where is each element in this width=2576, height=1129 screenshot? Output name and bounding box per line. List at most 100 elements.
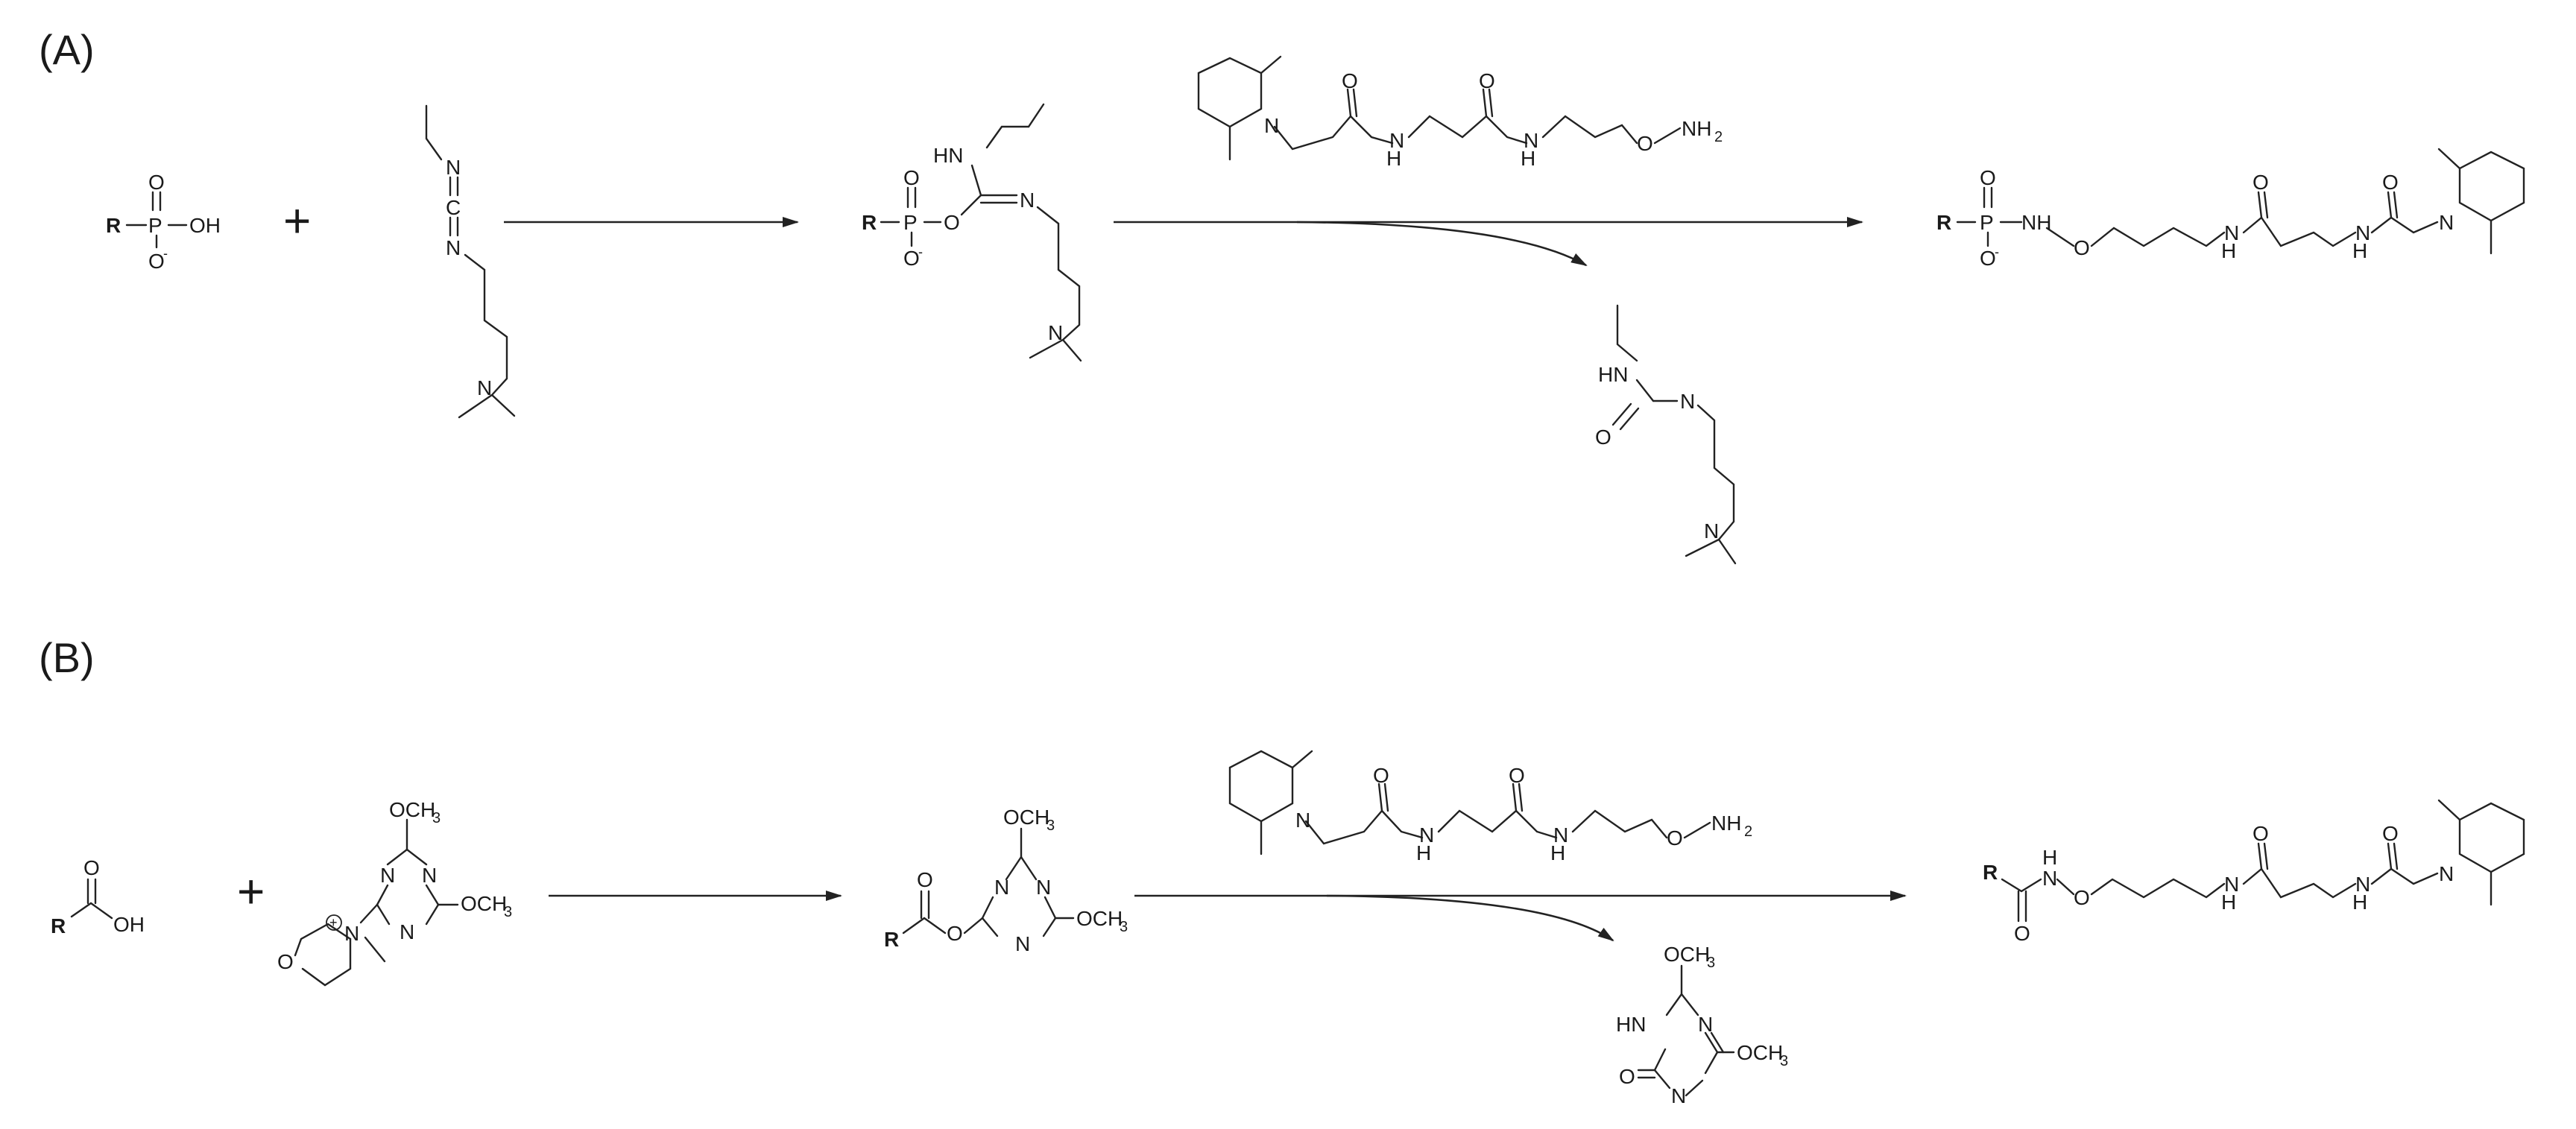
panel-label-b: (B) bbox=[39, 634, 95, 681]
hydroxamate-nitrogen-label: N bbox=[2042, 867, 2057, 890]
phosphonic-acid-reactant: R P O OH O - bbox=[106, 171, 221, 273]
ether-oxygen-label: O bbox=[2074, 886, 2090, 909]
r-group-label: R bbox=[884, 928, 899, 951]
urea-byproduct: HN O N N bbox=[1595, 304, 1737, 565]
amide-hydrogen-label: H bbox=[2221, 239, 2236, 262]
aminooxy-nh2-label: NH bbox=[1711, 812, 1741, 835]
piperidine-nitrogen-label: N bbox=[1264, 114, 1279, 137]
ether-oxygen-label: O bbox=[1667, 826, 1683, 850]
aminooxy-reagent-b: N O N H O N H O NH 2 bbox=[1228, 750, 1752, 864]
nh-label: NH bbox=[2021, 211, 2051, 234]
amine-nitrogen-label: N bbox=[1048, 321, 1063, 344]
nitrogen-label: N bbox=[446, 156, 461, 179]
piperidine-nitrogen-label: N bbox=[2439, 862, 2454, 885]
negative-charge-label: - bbox=[1995, 244, 1999, 259]
amide-hydrogen-label: H bbox=[1521, 147, 1535, 170]
byproduct-arrow-a bbox=[1296, 221, 1588, 267]
edc-carbodiimide: N C N N bbox=[425, 104, 516, 419]
byproduct-arrow-b bbox=[1326, 894, 1614, 942]
triazine-nitrogen-label: N bbox=[400, 920, 414, 943]
negative-charge-label: - bbox=[163, 246, 168, 261]
r-group-label: R bbox=[106, 214, 121, 237]
o-acylisourea-intermediate: R P O O - O HN N N bbox=[862, 103, 1082, 362]
phosphorus-label: P bbox=[903, 211, 918, 234]
methoxy-label: OCH bbox=[389, 798, 435, 821]
carbonyl-oxygen-label: O bbox=[1509, 764, 1525, 787]
aminooxy-reagent-a: N O N H O N H O NH 2 bbox=[1197, 55, 1723, 170]
morpholine-oxygen-label: O bbox=[277, 950, 294, 973]
methoxy-label: OCH bbox=[1664, 943, 1710, 966]
carbonyl-oxygen-label: O bbox=[1479, 69, 1495, 92]
methoxy-subscript-label: 3 bbox=[504, 904, 512, 920]
phosphorus-label: P bbox=[1980, 211, 1994, 234]
oxygen-label: O bbox=[148, 171, 165, 194]
hn-label: HN bbox=[1598, 363, 1628, 386]
amide-nitrogen-label: N bbox=[2224, 221, 2239, 244]
hn-label: HN bbox=[1616, 1013, 1646, 1036]
plus-sign-a: + bbox=[283, 194, 311, 247]
oxygen-anion-label: O bbox=[1980, 247, 1996, 270]
methoxy-label: OCH bbox=[1737, 1041, 1783, 1064]
methoxy-label: OCH bbox=[1076, 907, 1123, 930]
hn-label: HN bbox=[933, 144, 963, 167]
triazine-nitrogen-label: N bbox=[1036, 876, 1051, 899]
ester-oxygen-label: O bbox=[944, 211, 960, 234]
carbonyl-oxygen-label: O bbox=[1342, 69, 1358, 92]
oxygen-label: O bbox=[1980, 166, 1996, 189]
carbonyl-oxygen-label: O bbox=[1619, 1065, 1635, 1088]
carbon-label: C bbox=[446, 196, 461, 219]
r-group-label: R bbox=[1936, 211, 1951, 234]
plus-sign-b: + bbox=[237, 864, 265, 918]
r-group-label: R bbox=[862, 211, 877, 234]
amine-nitrogen-label: N bbox=[477, 376, 492, 399]
triazine-nitrogen-label: N bbox=[994, 876, 1009, 899]
methoxy-label: OCH bbox=[461, 892, 507, 915]
triazine-nitrogen-label: N bbox=[1015, 932, 1030, 955]
carbonyl-oxygen-label: O bbox=[2382, 171, 2399, 194]
triazinyl-ester-intermediate: R O O N N N OCH 3 OCH 3 bbox=[884, 806, 1128, 955]
methoxy-subscript-label: 3 bbox=[1046, 818, 1055, 834]
ester-oxygen-label: O bbox=[947, 922, 963, 945]
imine-nitrogen-label: N bbox=[1020, 189, 1035, 212]
triazinone-byproduct: OCH 3 HN N N O OCH 3 bbox=[1616, 943, 1788, 1107]
amide-nitrogen-label: N bbox=[2355, 873, 2370, 896]
r-group-label: R bbox=[51, 914, 66, 937]
amide-nitrogen-label: N bbox=[2355, 221, 2370, 244]
triazine-nitrogen-label: N bbox=[1698, 1013, 1713, 1036]
amide-hydrogen-label: H bbox=[1550, 841, 1565, 864]
phosphorus-label: P bbox=[148, 214, 162, 237]
nitrogen-label: N bbox=[1680, 390, 1695, 413]
hydroxyl-label: OH bbox=[189, 214, 221, 237]
nh2-subscript-label: 2 bbox=[1744, 823, 1752, 840]
methoxy-label: OCH bbox=[1003, 806, 1049, 829]
oxygen-label: O bbox=[903, 166, 920, 189]
hydroxamate-hydrogen-label: H bbox=[2042, 846, 2057, 869]
triazine-nitrogen-label: N bbox=[1671, 1084, 1686, 1107]
amide-hydrogen-label: H bbox=[1386, 147, 1401, 170]
amide-nitrogen-label: N bbox=[1419, 823, 1434, 847]
triazine-nitrogen-label: N bbox=[422, 864, 437, 887]
methoxy-subscript-label: 3 bbox=[432, 810, 441, 826]
amide-nitrogen-label: N bbox=[1553, 823, 1568, 847]
carbonyl-oxygen-label: O bbox=[1373, 764, 1389, 787]
piperidine-nitrogen-label: N bbox=[1295, 809, 1310, 832]
panel-label-a: (A) bbox=[39, 26, 95, 73]
piperidine-nitrogen-label: N bbox=[2439, 211, 2454, 234]
carbonyl-oxygen-label: O bbox=[2253, 171, 2269, 194]
amine-nitrogen-label: N bbox=[1704, 519, 1719, 543]
amide-nitrogen-label: N bbox=[2224, 873, 2239, 896]
positive-charge-label: + bbox=[329, 915, 338, 930]
morpholinium-nitrogen-label: N bbox=[344, 922, 359, 945]
amide-hydrogen-label: H bbox=[2352, 891, 2367, 914]
carboxylic-acid-reactant: R O OH bbox=[51, 856, 145, 937]
methoxy-subscript-label: 3 bbox=[1120, 919, 1128, 935]
amide-nitrogen-label: N bbox=[1524, 129, 1538, 152]
aminooxy-nh2-label: NH bbox=[1682, 117, 1711, 140]
amide-hydrogen-label: H bbox=[2352, 239, 2367, 262]
amide-hydrogen-label: H bbox=[2221, 891, 2236, 914]
methoxy-subscript-label: 3 bbox=[1707, 955, 1715, 971]
ether-oxygen-label: O bbox=[2074, 236, 2090, 259]
hydroxamate-product: R O H N O N H O N H O N bbox=[1983, 799, 2525, 945]
phosphoramidate-product: R P O O - NH O N H O N H O N bbox=[1936, 148, 2525, 270]
